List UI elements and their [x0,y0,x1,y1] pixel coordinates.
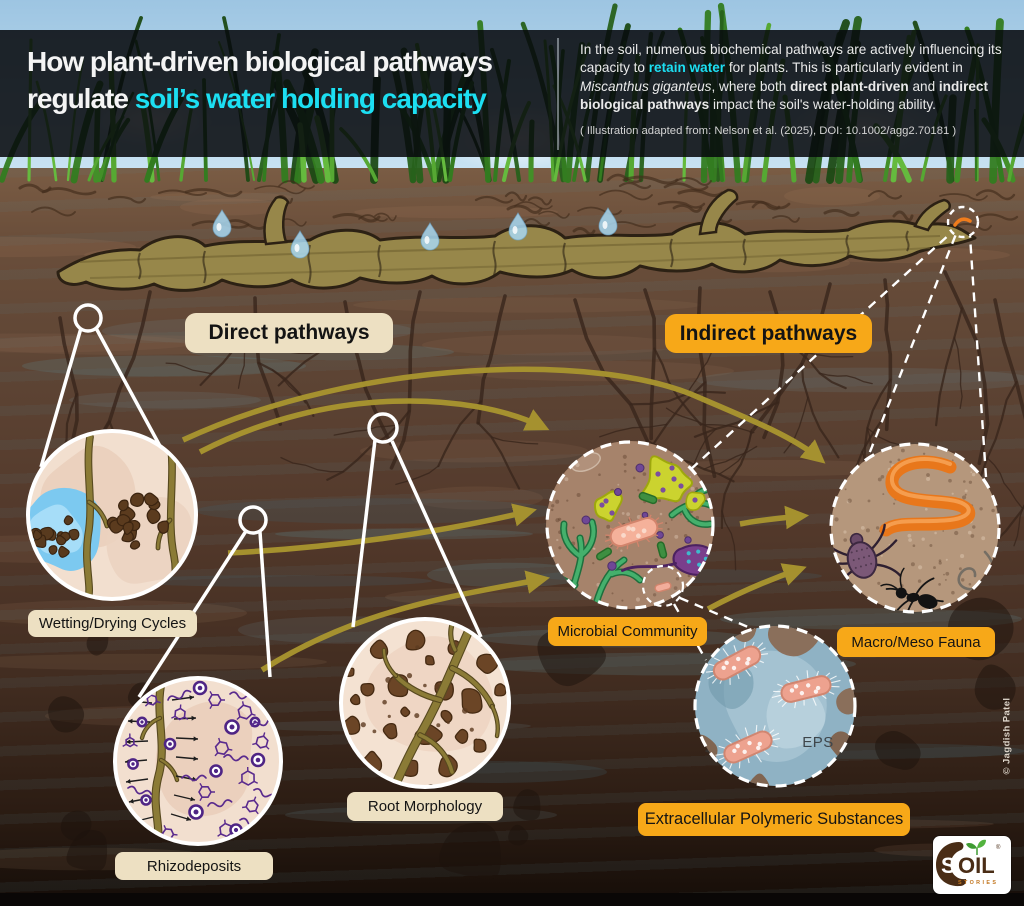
logo-reg-mark: ® [996,844,1001,851]
title-line2-accent: soil’s water holding capacity [134,82,487,114]
label-root-morphology: Root Morphology [347,792,503,821]
node-rhizodeposits-circle [113,676,283,846]
title-line2-white: regulate [27,82,135,114]
arrow-direct-to-microbial-top [198,398,550,455]
tiny-worm-icon [953,217,972,227]
fauna-zoom-source-circle [946,205,980,239]
root-morphology-zoom-source-circle [367,412,399,444]
eps-zoom-source-circle [641,564,685,608]
intro-paragraph: In the soil, numerous biochemical pathwa… [580,41,1012,139]
node-root-morphology-circle [339,617,511,789]
soil-stories-logo-art: S OIL ® STORIES [936,839,1001,887]
logo-subtitle: STORIES [958,880,998,886]
header-panel: How plant-driven biological pathways reg… [0,30,1024,157]
label-rhizodeposits: Rhizodeposits [115,852,273,880]
title-line1: How plant-driven biological pathways [27,46,493,77]
logo-letter-s: S [941,853,956,878]
zoom-callout-lines [39,303,483,698]
arrow-rhizodeposits-to-microbial [260,570,550,673]
arrow-microbial-to-fauna [739,505,810,530]
label-wetting-drying-cycles: Wetting/Drying Cycles [28,610,197,637]
node-wetting-drying-circle [26,429,198,601]
logo-swoosh [936,842,967,887]
wetting-zoom-source-circle [73,303,103,333]
soil-stories-logo: S OIL ® STORIES [933,836,1011,894]
logo-sprout-leaf-right [977,839,986,848]
artist-credit: © Jagdish Patel [1001,697,1013,775]
header-divider [557,38,559,150]
arrow-direct-to-fauna [181,366,826,464]
rhizodeposits-zoom-source-circle [238,505,268,535]
intro-text: In the soil, numerous biochemical pathwa… [580,42,1002,113]
indirect-pathways-badge: Indirect pathways [665,314,872,353]
direct-pathways-badge: Direct pathways [185,313,393,353]
small-bacterium-icon [654,581,672,593]
arrow-wetting-to-microbial [227,503,537,556]
rhizome-root [56,188,977,292]
node-macro-meso-fauna-circle [829,442,1001,614]
citation: ( Illustration adapted from: Nelson et a… [580,124,957,137]
pathway-arrows [181,366,826,673]
arrow-eps-to-fauna [706,563,807,612]
infographic-title: How plant-driven biological pathways reg… [27,44,493,118]
label-macro-meso-fauna: Macro/Meso Fauna [837,627,995,657]
logo-sprout-leaf-left [966,843,977,849]
eps-inner-label: EPS [802,734,834,751]
logo-letters-oil: OIL [958,853,995,878]
label-microbial-community: Microbial Community [548,617,707,646]
label-eps: Extracellular Polymeric Substances [638,803,910,836]
bottom-strip [0,893,1024,906]
water-droplets [212,206,618,259]
